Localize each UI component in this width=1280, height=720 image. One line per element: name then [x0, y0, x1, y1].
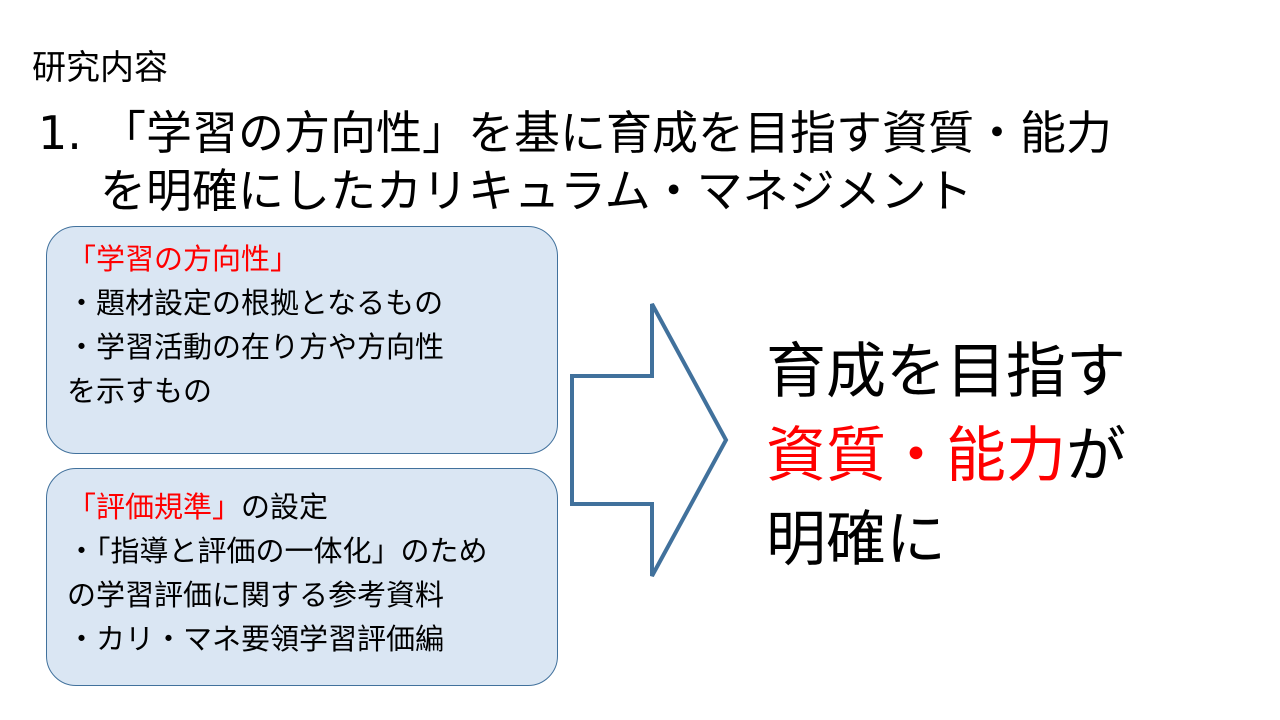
heading-line-1: 1. 「学習の方向性」を基に育成を目指す資質・能力	[38, 104, 1238, 162]
result-line-1: 育成を目指す	[766, 337, 1126, 407]
learning-direction-box: 「学習の方向性」 ・題材設定の根拠となるもの ・学習活動の在り方や方向性 を示す…	[46, 226, 558, 454]
learning-direction-item: を示すもの	[67, 374, 213, 408]
evaluation-criteria-title: 「評価規準」の設定	[67, 485, 543, 529]
result-line-2-rest: が	[1066, 421, 1126, 491]
evaluation-criteria-item: の学習評価に関する参考資料	[67, 578, 445, 612]
slide-heading: 1. 「学習の方向性」を基に育成を目指す資質・能力 を明確にしたカリキュラム・マネ…	[38, 104, 1238, 220]
right-arrow-icon	[570, 303, 729, 577]
heading-number: 1.	[38, 106, 82, 160]
evaluation-criteria-box: 「評価規準」の設定 ・「指導と評価の一体化」のため の学習評価に関する参考資料 …	[46, 468, 558, 686]
evaluation-criteria-title-red: 「評価規準」	[67, 490, 242, 524]
learning-direction-item: ・学習活動の在り方や方向性	[67, 330, 445, 364]
evaluation-criteria-item: ・「指導と評価の一体化」のため	[67, 534, 488, 568]
heading-text-1: 「学習の方向性」を基に育成を目指す資質・能力	[100, 106, 1112, 160]
evaluation-criteria-title-rest: の設定	[241, 490, 329, 524]
result-line-3: 明確に	[766, 505, 946, 575]
result-highlight: 資質・能力	[766, 421, 1066, 491]
evaluation-criteria-item: ・カリ・マネ要領学習評価編	[67, 622, 445, 656]
section-label: 研究内容	[32, 48, 168, 88]
learning-direction-item: ・題材設定の根拠となるもの	[67, 286, 444, 320]
result-text: 育成を目指す 資質・能力が 明確に	[766, 330, 1126, 582]
result-line-2: 資質・能力が	[766, 414, 1126, 498]
heading-line-2: を明確にしたカリキュラム・マネジメント	[100, 164, 973, 218]
learning-direction-title: 「学習の方向性」	[67, 242, 300, 276]
